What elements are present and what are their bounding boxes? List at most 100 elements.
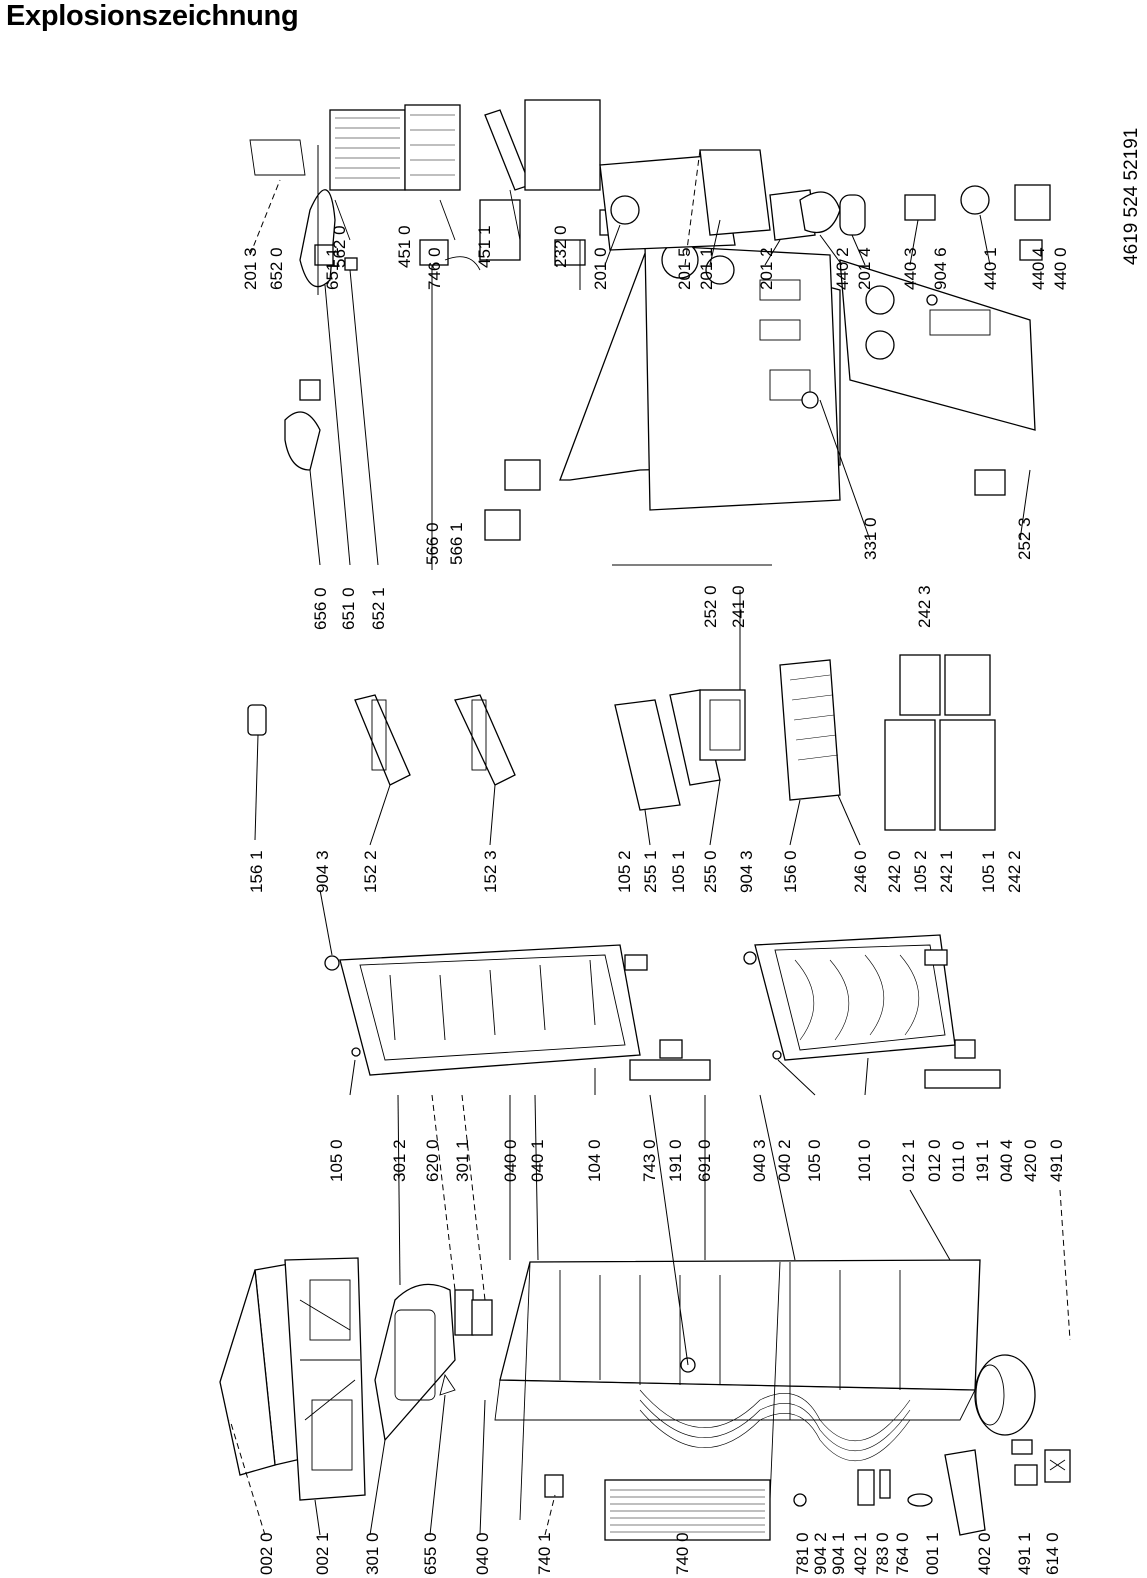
part-label: 101 0 [855,1139,874,1182]
part-label: 740 0 [673,1532,692,1575]
fridge-door-part [743,934,1001,1089]
part-label: 012 0 [925,1139,944,1182]
part-label: 651 0 [339,587,358,630]
part-label: 440 3 [901,247,920,290]
part-label: 191 0 [666,1139,685,1182]
part-label: 002 0 [257,1532,276,1575]
part-label: 201 4 [855,247,874,290]
part-label: 241 0 [729,585,748,628]
page-title: Explosionszeichnung [6,0,299,32]
part-label: 740 1 [535,1532,554,1575]
part-label: 001 1 [923,1532,942,1575]
part-label: 614 0 [1043,1532,1062,1575]
compressor-part [974,1354,1036,1455]
evaporator-part [329,99,601,241]
part-label: 255 1 [641,850,660,893]
part-label: 562 0 [330,225,349,268]
part-label: 620 0 [423,1139,442,1182]
fan-assembly-parts [284,189,616,541]
part-label: 156 1 [247,850,266,893]
part-drawings [219,99,1071,1541]
part-label: 011 0 [949,1141,968,1182]
part-label: 440 4 [1029,247,1048,290]
part-label: 201 1 [697,247,716,290]
part-label: 451 1 [475,225,494,268]
part-label: 904 1 [829,1532,848,1575]
part-label: 764 0 [893,1532,912,1575]
part-label: 040 0 [501,1139,520,1182]
part-label: 252 0 [701,585,720,628]
part-label: 201 3 [241,247,260,290]
small-bottom-parts [544,1449,1071,1536]
part-label: 451 0 [395,225,414,268]
cabinet-body-part [494,1259,981,1521]
part-label: 242 3 [915,585,934,628]
part-label: 402 1 [851,1532,870,1575]
part-label: 491 1 [1015,1532,1034,1575]
part-label: 301 2 [390,1139,409,1182]
part-label: 566 0 [423,522,442,565]
part-label: 491 0 [1047,1139,1066,1182]
part-label: 255 0 [701,850,720,893]
part-label: 040 4 [997,1139,1016,1182]
part-label: 105 1 [669,850,688,893]
part-label: 301 0 [363,1532,382,1575]
lamp-housing-part [374,1283,493,1442]
part-label: 904 3 [313,850,332,893]
part-label: 781 0 [793,1532,812,1575]
part-label: 105 2 [615,850,634,893]
part-label: 402 0 [975,1532,994,1575]
part-label: 652 1 [369,587,388,630]
drawer-parts [614,654,996,831]
part-label: 652 0 [267,247,286,290]
part-label: 746 0 [425,247,444,290]
part-label: 440 0 [1051,247,1070,290]
part-label: 232 0 [551,225,570,268]
part-label: 040 1 [528,1139,547,1182]
part-labels: 002 0 002 1 301 0 655 0 040 0 740 1 740 … [241,128,1142,1575]
part-label: 156 0 [781,850,800,893]
part-label: 420 0 [1021,1139,1040,1182]
part-label: 566 1 [447,522,466,565]
part-label: 242 0 [885,850,904,893]
condenser-part [604,1479,771,1541]
part-label: 040 3 [750,1139,769,1182]
part-label: 105 0 [327,1139,346,1182]
part-label: 655 0 [421,1532,440,1575]
top-cover-part [219,1257,366,1501]
door-shelf-parts [247,694,516,786]
part-label: 105 1 [979,850,998,893]
part-label: 040 0 [473,1532,492,1575]
part-label: 012 1 [899,1139,918,1182]
part-label: 246 0 [851,850,870,893]
part-label: 105 2 [911,850,930,893]
part-label: 904 2 [811,1532,830,1575]
part-label: 152 3 [481,850,500,893]
part-label: 105 0 [805,1139,824,1182]
part-label: 252 3 [1015,517,1034,560]
part-label: 242 1 [937,850,956,893]
housing-parts [249,139,1051,306]
part-label: 331 0 [861,517,880,560]
part-label: 242 2 [1005,850,1024,893]
part-label: 904 6 [931,247,950,290]
part-label: 301 1 [453,1139,472,1182]
part-label: 651 1 [323,247,342,290]
part-label: 201 5 [675,247,694,290]
document-number: 4619 524 52191 [1121,128,1142,265]
part-label: 201 2 [757,247,776,290]
part-label: 656 0 [311,587,330,630]
part-label: 040 2 [775,1139,794,1182]
part-label: 152 2 [361,850,380,893]
part-label: 691 0 [695,1139,714,1182]
leader-lines [229,145,1071,1536]
part-label: 783 0 [873,1532,892,1575]
freezer-door-part [324,944,711,1081]
part-label: 201 0 [591,247,610,290]
part-label: 002 1 [313,1532,332,1575]
part-label: 743 0 [640,1139,659,1182]
part-label: 904 3 [737,850,756,893]
part-label: 191 1 [973,1139,992,1182]
part-label: 440 2 [833,247,852,290]
